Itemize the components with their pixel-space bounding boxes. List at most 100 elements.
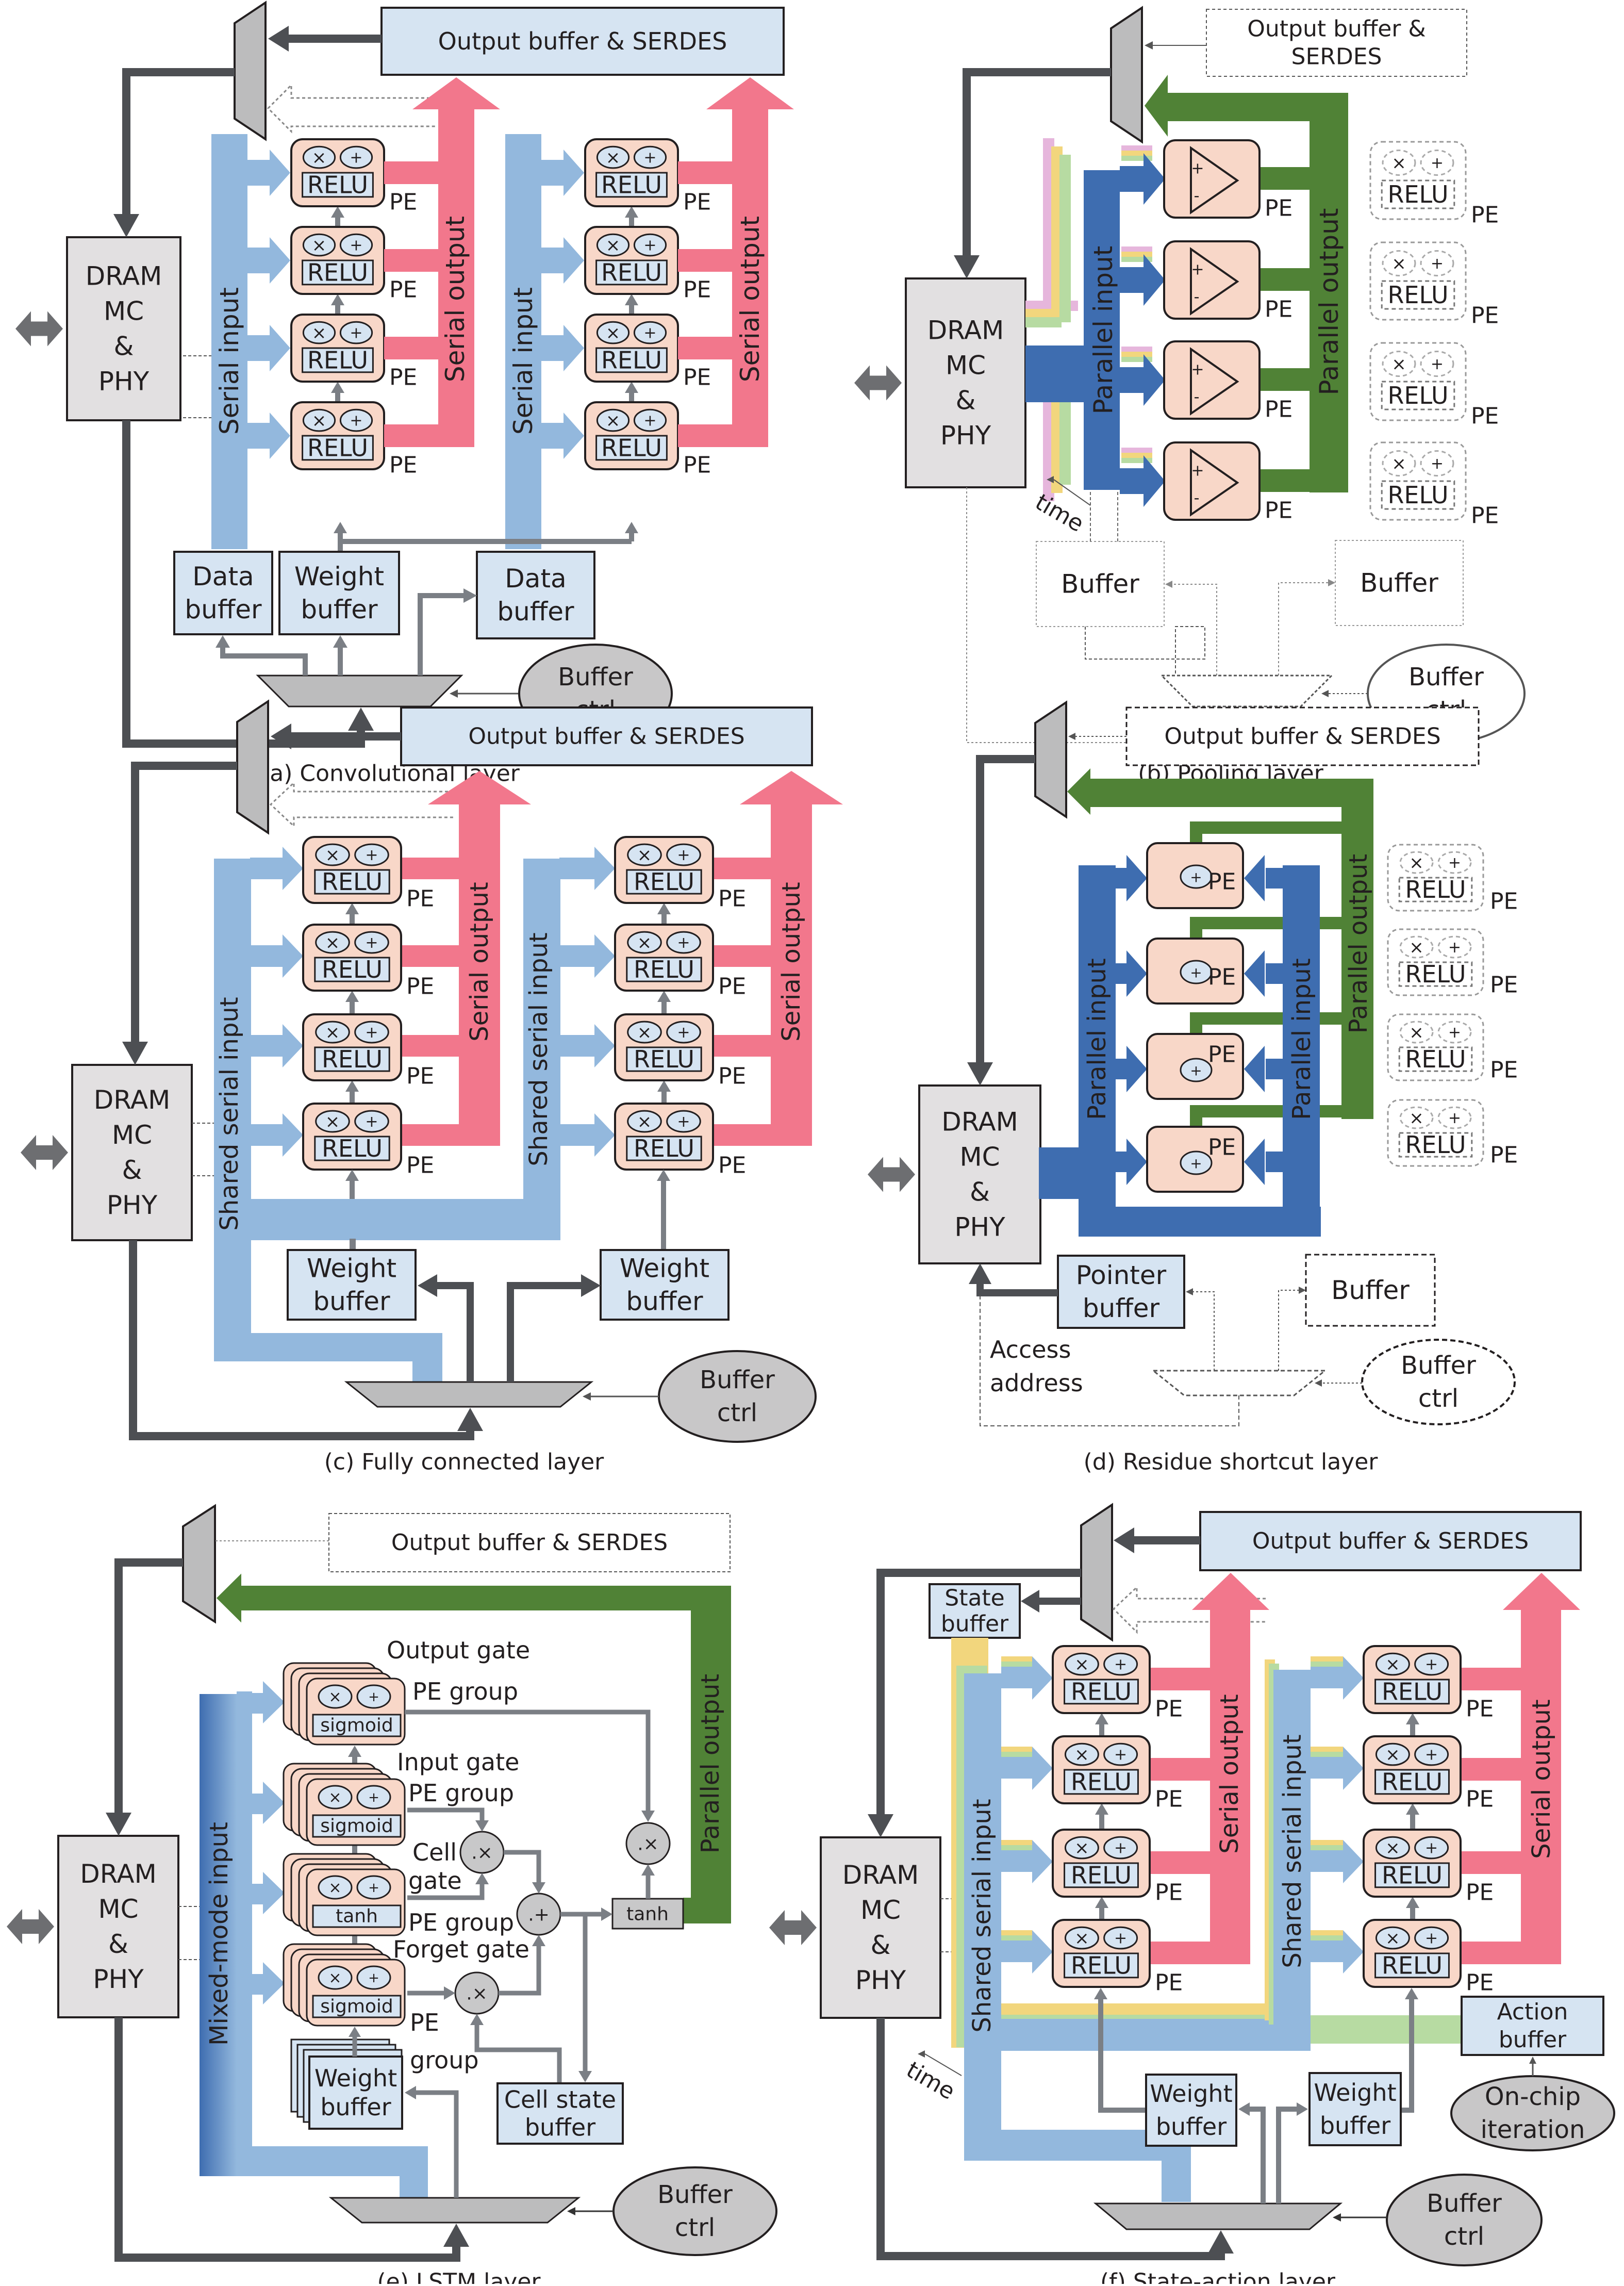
multiply-icon-shape <box>596 233 630 257</box>
buffer-label: Output buffer & <box>1247 16 1426 42</box>
add-icon-symbol: + <box>1448 1109 1461 1127</box>
multiply-icon: × <box>596 408 630 432</box>
pe-chain-arrow <box>331 294 344 315</box>
control-link <box>178 1906 200 1960</box>
to-tanh-arrow <box>560 1907 612 1921</box>
serial-input-label: Serial input <box>214 287 244 435</box>
ctrl-arrow <box>1333 2213 1387 2222</box>
pe-label: PE <box>683 452 711 479</box>
output-arrowhead <box>706 77 794 109</box>
activation-unit: RELU <box>1374 1768 1450 1796</box>
buffer-label: buffer <box>941 1611 1009 1637</box>
multiply-icon-shape <box>1064 1836 1099 1860</box>
activation-unit: RELU <box>302 434 374 462</box>
output-branch <box>1260 167 1316 190</box>
elementwise-add-icon: .+ <box>516 1893 561 1936</box>
activation-box <box>1398 1132 1473 1158</box>
demux-shape <box>1093 2202 1343 2230</box>
output-buffer-to-mux-arrow <box>268 26 382 52</box>
add-icon: + <box>354 843 389 866</box>
mixed-mode-input-bus <box>200 1694 237 2176</box>
arrowhead <box>345 1080 359 1092</box>
multiply-icon-symbol: × <box>1391 354 1406 375</box>
activation-label: sigmoid <box>320 1996 393 2017</box>
ctrl-arrow <box>1315 1379 1362 1387</box>
pe-label: PE <box>1155 1696 1183 1722</box>
add-icon-shape <box>666 843 701 866</box>
arrow-shaft <box>504 1850 541 1882</box>
add-icon-symbol: + <box>643 149 656 167</box>
add-icon-shape <box>1437 1106 1472 1129</box>
arrowhead <box>1315 1379 1322 1387</box>
add-icon-symbol: + <box>1448 854 1461 872</box>
activation-box <box>626 957 702 982</box>
buffer-label: buffer <box>1320 2112 1390 2140</box>
activation-label: RELU <box>1387 481 1448 509</box>
arrowhead <box>349 2027 361 2037</box>
multiply-icon-shape <box>315 1021 350 1044</box>
activation-unit: RELU <box>1381 280 1455 310</box>
activation-box <box>1381 179 1455 209</box>
ctrl-label: Buffer <box>558 663 633 692</box>
add-icon-symbol: + <box>1190 964 1202 981</box>
activation-unit: RELU <box>1064 1951 1139 1979</box>
pe-label: PE <box>1471 303 1499 329</box>
pe-chain-arrow <box>331 382 344 402</box>
buffer-label: buffer <box>626 1287 703 1317</box>
output-mux <box>1034 700 1067 819</box>
output-gate-arrow <box>405 1709 655 1822</box>
activation-unit: RELU <box>1381 381 1455 410</box>
multiply-icon-symbol: × <box>606 235 621 256</box>
input-arrowhead <box>1032 1747 1053 1790</box>
activation-box <box>1374 1952 1450 1979</box>
input-arrowhead <box>1144 153 1165 205</box>
input-arrowhead <box>1343 1747 1364 1790</box>
multiply-icon-symbol: × <box>1385 1654 1400 1675</box>
input-branch <box>559 858 594 879</box>
arrow-shaft <box>1276 2107 1297 2203</box>
input-arrowhead <box>270 413 290 459</box>
output-arrowhead <box>1503 1573 1580 1610</box>
input-arrowhead <box>1126 1046 1147 1092</box>
time-stripe <box>1311 1930 1343 1935</box>
pe-chain-arrow <box>1095 1713 1108 1736</box>
demux-to-data-buffer-2 <box>418 588 477 676</box>
add-icon-shape <box>1180 960 1213 984</box>
arrowhead <box>583 1392 591 1401</box>
multiply-icon-symbol: × <box>1074 1838 1089 1859</box>
minus-sign: - <box>1194 388 1200 406</box>
buffer-box <box>1335 540 1464 626</box>
pe-chain-arrow <box>1406 1713 1419 1736</box>
multiply-icon-shape <box>318 1785 353 1810</box>
arrowhead <box>641 1811 655 1822</box>
dram-label: DRAM <box>86 261 162 291</box>
add-icon-symbol: + <box>1425 1746 1438 1764</box>
weight-bus <box>338 539 632 551</box>
mux-shape <box>236 699 269 835</box>
cell-mult-arrow <box>504 1850 545 1894</box>
add-icon: + <box>356 1875 391 1900</box>
input-branch <box>247 423 273 449</box>
pe-chain-arrow <box>348 1746 361 1764</box>
input-arrowhead <box>1126 1139 1147 1185</box>
arrowhead <box>1095 1713 1108 1724</box>
activation-box <box>1398 1046 1473 1072</box>
mux-to-dram-arrow <box>868 1569 1081 1837</box>
demux-to-weight-buffer <box>418 1274 474 1382</box>
buffer: Buffer <box>1305 1254 1436 1327</box>
activation-label: RELU <box>322 956 383 983</box>
add-icon: + <box>666 843 701 866</box>
add-icon-shape <box>1414 1652 1449 1676</box>
arrowhead <box>475 1820 489 1832</box>
tanh-to-mult-arrow <box>641 1864 655 1899</box>
shared-input-feed <box>412 1333 442 1382</box>
pe-label: PE <box>1208 964 1236 991</box>
arrowhead <box>216 635 230 648</box>
buffer-label: buffer <box>320 2093 391 2121</box>
arrowhead <box>1186 1288 1193 1295</box>
